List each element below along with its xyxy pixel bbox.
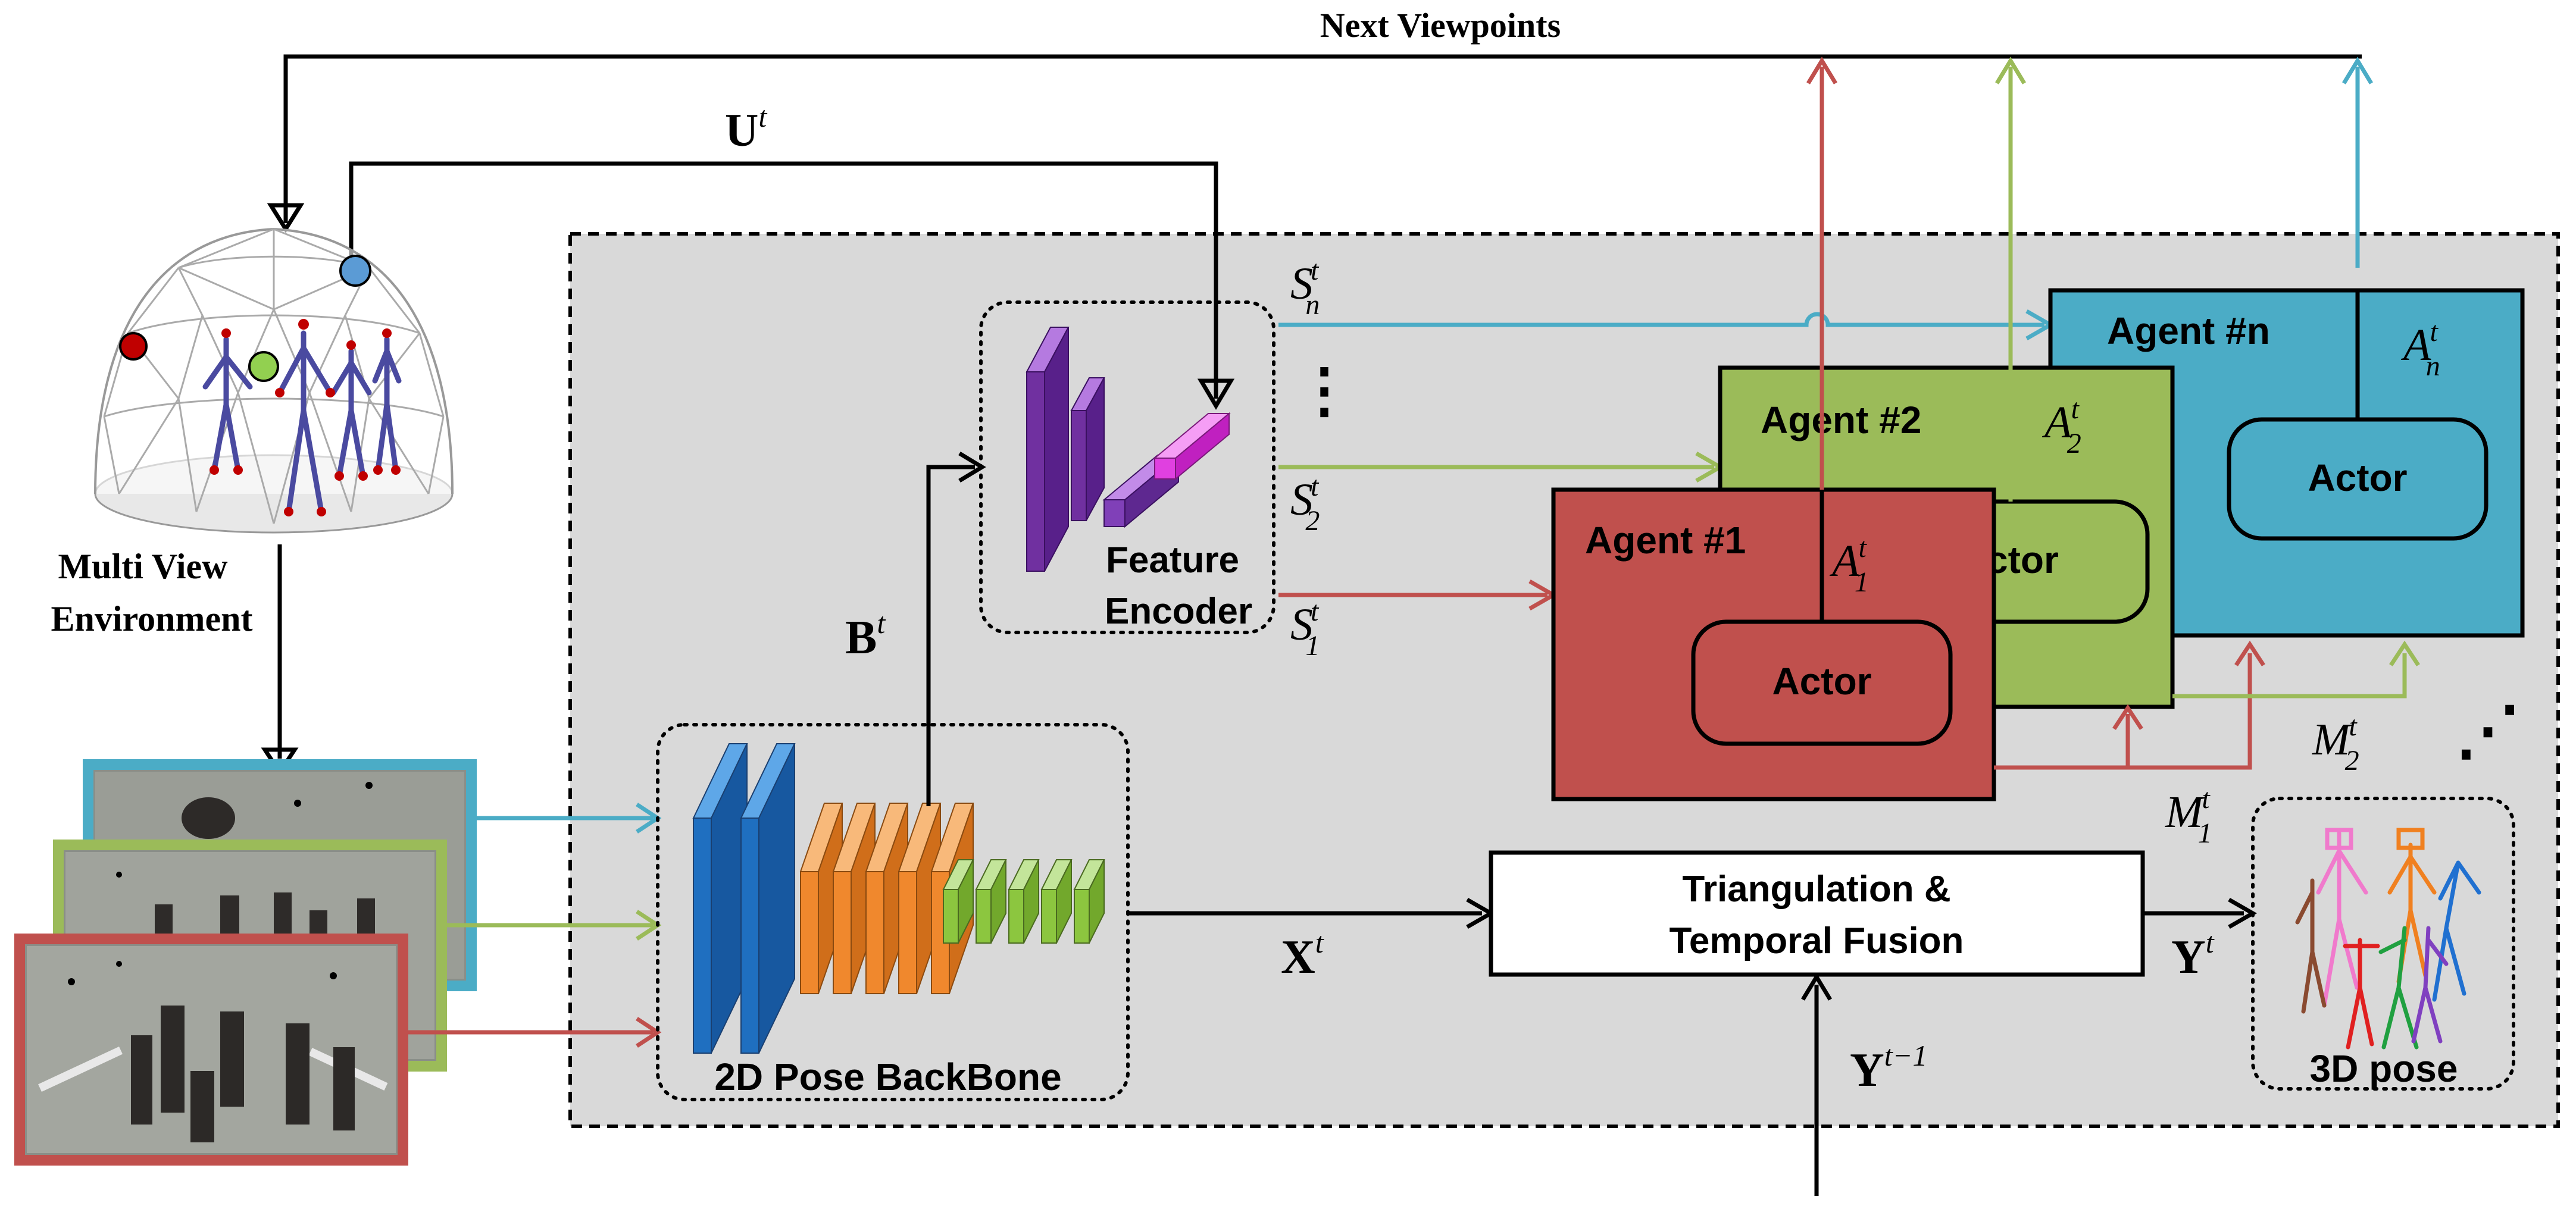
yt-label: Yt <box>2171 926 2215 984</box>
pose3d-label: 3D pose <box>2310 1047 2458 1090</box>
agent-1-actor-label: Actor <box>1772 660 1871 703</box>
camera-green <box>248 351 279 382</box>
agent-2-next-view-arrowhead <box>1995 57 2026 84</box>
camera-blue <box>339 255 371 287</box>
bt-line <box>926 465 975 806</box>
y-prev-arrowhead <box>1801 973 1832 1001</box>
backbone-green-layers <box>942 859 1105 944</box>
ut-line <box>349 161 1218 399</box>
m1-line <box>1994 653 2252 770</box>
m1-arrowhead-a <box>2112 704 2143 730</box>
feature-encoder-label-1: Feature <box>1106 540 1239 581</box>
pose-backbone-label: 2D Pose BackBone <box>714 1055 1061 1098</box>
multi-view-dome <box>94 227 454 534</box>
feature-encoder-box <box>979 300 1276 634</box>
sn-line <box>1278 312 2044 327</box>
agent-1-next-view-arrowhead <box>1806 57 1837 84</box>
agent-n-actor-label: Actor <box>2308 456 2407 499</box>
red-image-arrowhead <box>636 1017 662 1048</box>
agent-2-title: Agent #2 <box>1761 399 1921 441</box>
next-viewpoints-line <box>283 54 2362 223</box>
feature-encoder-label-2: Encoder <box>1105 591 1252 632</box>
ut-label: Ut <box>725 100 767 156</box>
backbone-blue-layers <box>692 743 796 1054</box>
next-viewpoints-label: Next Viewpoints <box>1320 6 1561 45</box>
m2-line <box>2172 653 2407 699</box>
triangulation-label-1: Triangulation & <box>1682 869 1950 910</box>
bt-label: Bt <box>845 606 886 664</box>
pose3d-box <box>2251 797 2515 1091</box>
camera-red <box>119 332 148 361</box>
agent-1-title: Agent #1 <box>1585 519 1746 562</box>
diagonal-dots: ⋰ <box>2455 694 2521 767</box>
agent-n-next-view-arrowhead <box>2342 57 2373 84</box>
m1-arrowhead-b <box>2234 640 2265 666</box>
encoder-layers <box>1026 327 1231 572</box>
multi-view-label-2: Environment <box>51 599 253 638</box>
y-prev-label: Yt−1 <box>1850 1039 1927 1097</box>
next-viewpoints-arrowhead <box>267 203 305 233</box>
xt-label: Xt <box>1281 926 1324 984</box>
camera-image-stack <box>14 759 477 1166</box>
agent-2-actor-label: ctor <box>1987 538 2059 581</box>
ut-arrowhead <box>1197 378 1235 410</box>
pose3d-figures <box>2295 828 2481 1050</box>
triangulation-box <box>1489 850 2145 977</box>
agent-n-title: Agent #n <box>2107 309 2270 352</box>
m2-arrowhead <box>2389 640 2420 666</box>
triangulation-label-2: Temporal Fusion <box>1670 920 1964 961</box>
multi-view-label-1: Multi View <box>58 547 229 586</box>
vertical-dots: ⋮ <box>1295 358 1354 424</box>
